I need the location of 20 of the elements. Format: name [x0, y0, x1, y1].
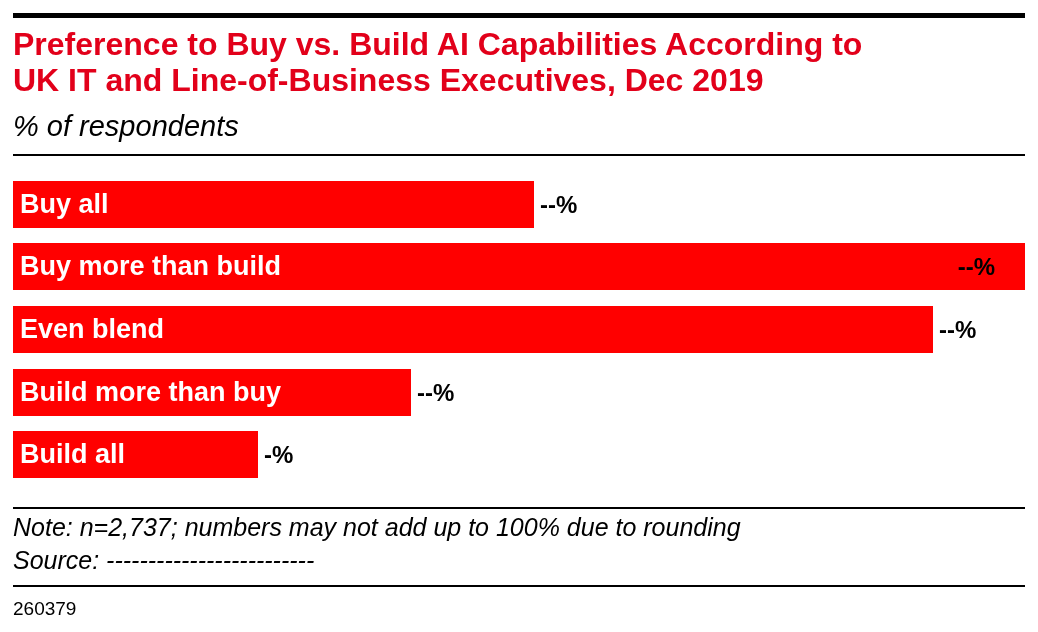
- bar: [13, 369, 411, 416]
- bar: [13, 431, 258, 478]
- value-label: --%: [957, 252, 995, 282]
- footnote: Note: n=2,737; numbers may not add up to 100% due to rounding: [13, 512, 741, 542]
- value-label: -%: [264, 440, 294, 470]
- chart-title: Preference to Buy vs. Build AI Capabilities According to UK IT and Line-of-Business Executives, Dec 2019: [13, 26, 864, 98]
- bar-label: Buy more than build: [20, 250, 281, 282]
- bar-label: Build more than buy: [20, 376, 281, 408]
- value-label: --%: [417, 378, 455, 408]
- bar-label: Buy all: [20, 188, 109, 220]
- chart-subtitle: % of respondents: [13, 109, 239, 144]
- bar-label: Even blend: [20, 313, 165, 345]
- value-label: --%: [540, 190, 578, 220]
- bar-label: Build all: [20, 438, 125, 470]
- bar: [13, 243, 1025, 290]
- chart-id: 260379: [13, 597, 77, 621]
- footnote: Source: -------------------------: [13, 545, 315, 575]
- value-label: --%: [939, 315, 977, 345]
- bar: [13, 181, 534, 228]
- bar: [13, 306, 933, 353]
